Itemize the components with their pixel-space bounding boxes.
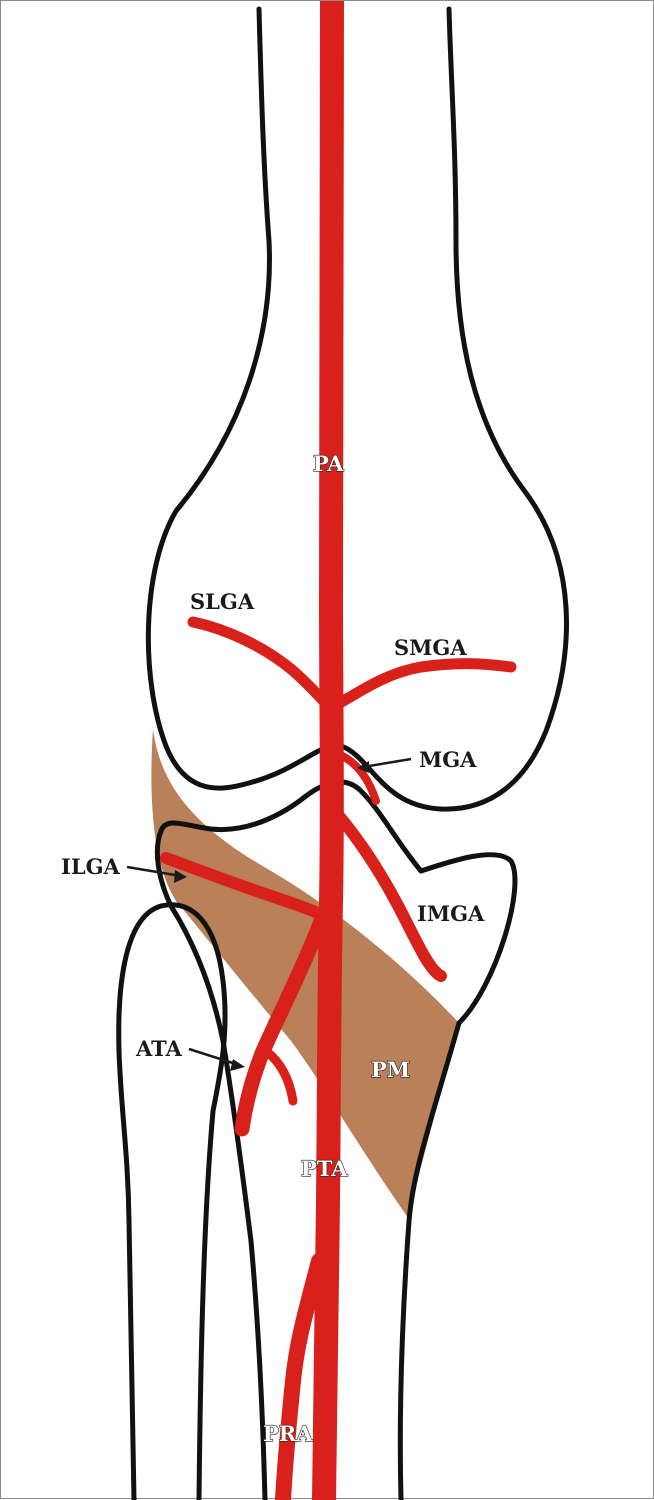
label-ata: ATA — [135, 1036, 183, 1061]
anterior-tibial-branch — [266, 1051, 293, 1101]
arrow-ata — [189, 1049, 245, 1071]
label-smga: SMGA — [394, 635, 467, 660]
superior-lateral-genicular-artery — [193, 622, 331, 709]
label-slga: SLGA — [190, 589, 255, 614]
label-mga: MGA — [419, 747, 477, 772]
label-imga: IMGA — [417, 901, 485, 926]
label-pa: PA — [313, 451, 344, 476]
superior-medial-genicular-artery — [333, 664, 511, 707]
label-pta: PTA — [301, 1156, 348, 1181]
popliteal-artery — [324, 1, 332, 1500]
label-pra: PRA — [263, 1421, 313, 1446]
label-ilga: ILGA — [61, 854, 121, 879]
label-pm: PM — [371, 1057, 410, 1082]
